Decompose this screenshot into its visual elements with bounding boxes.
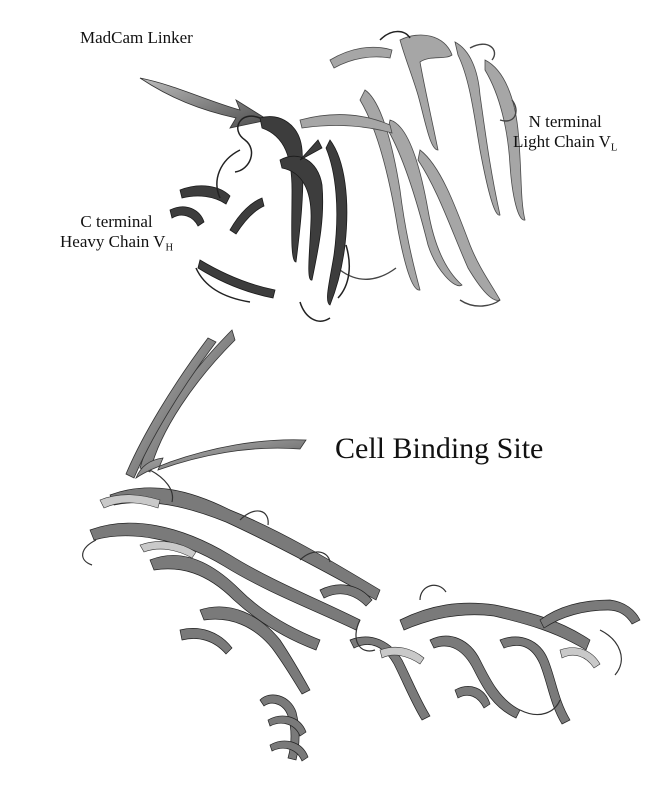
heavy-chain-subscript: H (165, 242, 173, 253)
heavy-chain-ribbon (170, 117, 347, 305)
c-terminal-line1: C terminal (60, 212, 173, 232)
madcam-linker-label: MadCam Linker (80, 28, 193, 48)
madcam-linker-text: MadCam Linker (80, 28, 193, 47)
cell-binding-site-label: Cell Binding Site (335, 432, 543, 467)
cell-protein-ribbon (90, 488, 640, 761)
cell-binding-site-text: Cell Binding Site (335, 432, 543, 465)
n-terminal-label: N terminal Light Chain VL (513, 112, 617, 151)
c-terminal-label: C terminal Heavy Chain VH (60, 212, 173, 251)
n-terminal-line2: Light Chain VL (513, 132, 617, 152)
binding-arrows (126, 330, 306, 478)
linker-arrow (140, 78, 268, 128)
n-terminal-line1: N terminal (513, 112, 617, 132)
light-chain-subscript: L (611, 142, 617, 153)
heavy-chain-text: Heavy Chain V (60, 232, 165, 251)
light-chain-text: Light Chain V (513, 132, 611, 151)
c-terminal-line2: Heavy Chain VH (60, 232, 173, 252)
